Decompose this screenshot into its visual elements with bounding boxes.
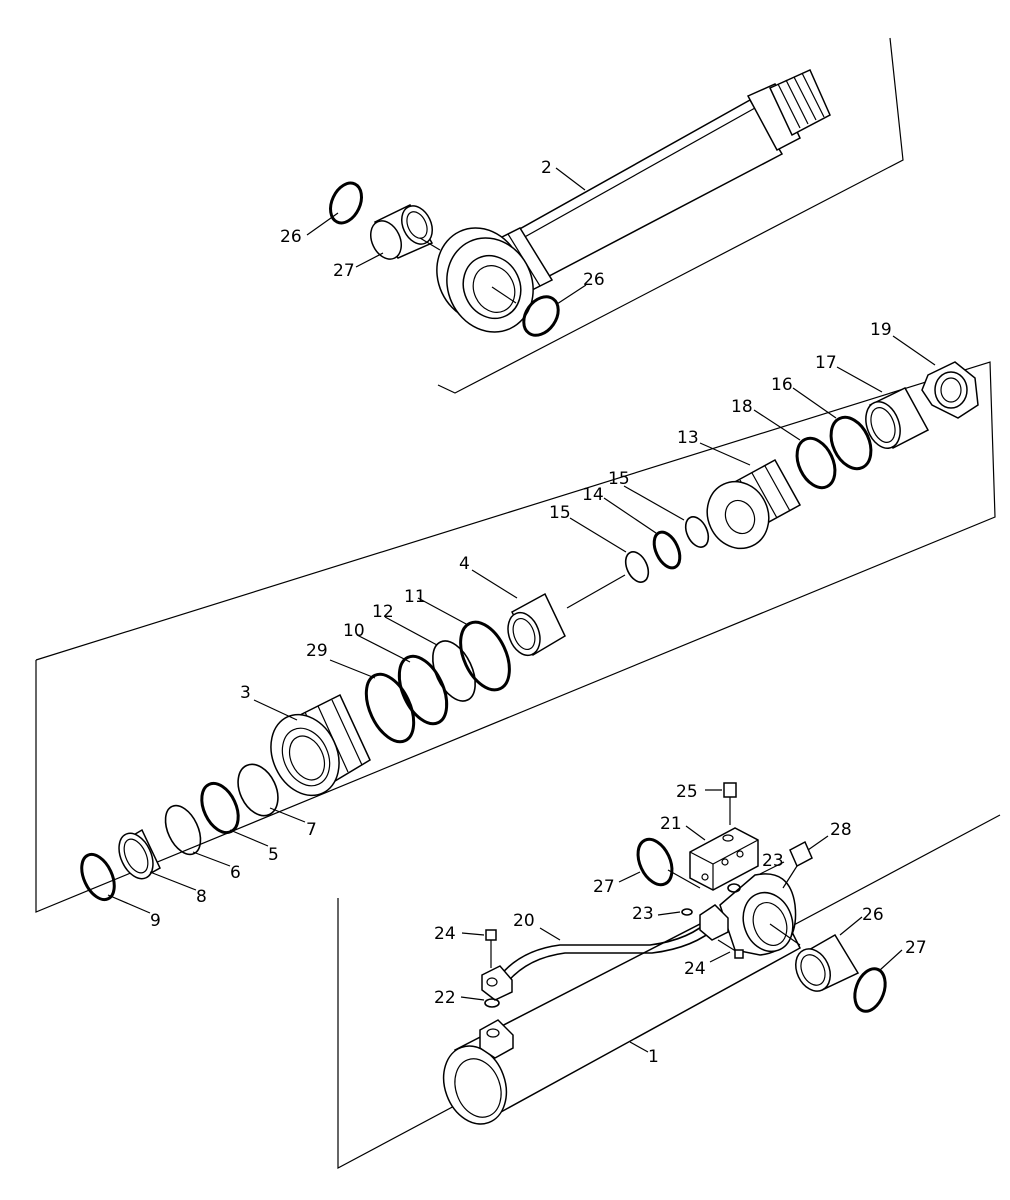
panel-rod	[437, 37, 904, 394]
label-15-lower: 15	[549, 503, 571, 523]
label-26-top: 26	[280, 227, 302, 247]
bushing-27-top	[370, 204, 434, 260]
label-12: 12	[372, 602, 394, 622]
ring-12	[432, 640, 476, 702]
label-21: 21	[660, 814, 682, 834]
label-20: 20	[513, 911, 535, 931]
label-27-top: 27	[333, 261, 355, 281]
label-3: 3	[240, 683, 251, 703]
collar-4	[507, 592, 566, 657]
label-16: 16	[771, 375, 793, 395]
ring-16	[829, 415, 873, 471]
panel-piston-assembly	[35, 361, 996, 913]
label-24-right: 24	[684, 959, 706, 979]
label-2: 2	[541, 158, 552, 178]
bolt-24-left	[485, 929, 497, 968]
ring-15a	[684, 516, 710, 548]
label-1: 1	[648, 1047, 659, 1067]
ring-6	[164, 804, 202, 856]
cylinder-tube	[442, 873, 801, 1125]
ring-11	[459, 620, 511, 692]
label-10: 10	[343, 621, 365, 641]
o-ring-23a	[727, 883, 741, 893]
dust-seal-8	[118, 828, 161, 880]
label-7: 7	[306, 820, 317, 840]
ring-29	[364, 672, 416, 744]
ring-10	[397, 654, 449, 726]
label-15-upper: 15	[608, 469, 630, 489]
label-23-upper: 23	[762, 851, 784, 871]
o-ring-23b	[681, 908, 693, 916]
port-block	[479, 1019, 514, 1059]
label-25: 25	[676, 782, 698, 802]
label-13: 13	[677, 428, 699, 448]
ring-14	[652, 530, 682, 570]
label-27-bottom: 27	[905, 938, 927, 958]
grease-nipple-28	[782, 840, 813, 889]
piston-13	[706, 458, 802, 550]
pipe-20	[497, 917, 713, 979]
label-19: 19	[870, 320, 892, 340]
o-ring-22	[484, 998, 500, 1008]
label-4: 4	[459, 554, 470, 574]
bushing-26-bottom	[795, 933, 860, 992]
label-27-middle: 27	[593, 877, 615, 897]
gland-3	[270, 693, 371, 797]
ring-15b	[624, 551, 650, 583]
ring-18	[795, 436, 837, 490]
ring-9	[80, 852, 116, 902]
leader-lines	[107, 167, 936, 1053]
label-18: 18	[731, 397, 753, 417]
seal-ring-26-top	[329, 181, 363, 225]
o-ring-27-middle	[636, 837, 674, 887]
callouts: 2 26 27 26 19 17 16 18 13 15 14 15 4 11 …	[150, 158, 927, 1067]
bolt-25	[723, 782, 737, 825]
nut-19	[921, 361, 979, 419]
bolt-24-right	[734, 949, 744, 959]
label-17: 17	[815, 353, 837, 373]
wear-ring-17	[865, 387, 930, 450]
label-26-right: 26	[583, 270, 605, 290]
ring-7	[237, 763, 279, 817]
seal-ring-26-right	[522, 295, 560, 337]
label-22: 22	[434, 988, 456, 1008]
o-ring-27-bottom	[853, 967, 887, 1013]
flange-upper	[699, 904, 729, 941]
label-23-lower: 23	[632, 904, 654, 924]
valve-block-21	[689, 827, 759, 891]
label-28: 28	[830, 820, 852, 840]
label-26-bottom: 26	[862, 905, 884, 925]
piston-rod	[436, 69, 831, 333]
label-11: 11	[404, 587, 426, 607]
label-9: 9	[150, 911, 161, 931]
label-8: 8	[196, 887, 207, 907]
label-24-left: 24	[434, 924, 456, 944]
label-14: 14	[582, 485, 604, 505]
label-29: 29	[306, 641, 328, 661]
ring-5	[200, 781, 240, 835]
label-5: 5	[268, 845, 279, 865]
label-6: 6	[230, 863, 241, 883]
